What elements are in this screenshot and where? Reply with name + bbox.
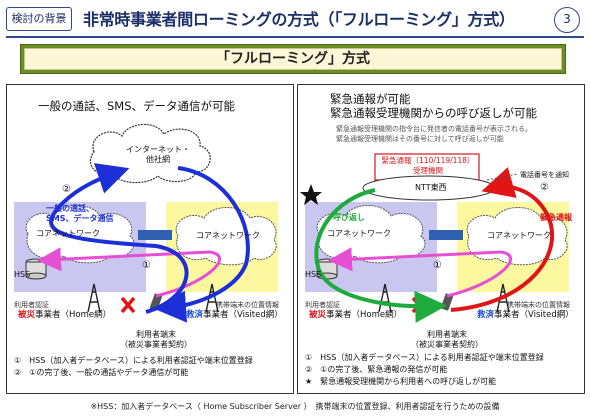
right-note-3: ★ 緊急通報受理機関から利用者への呼び返しが可能 <box>305 377 497 386</box>
internet-line-2: 他社網 <box>146 155 170 164</box>
core-network-left-label: コアネットワーク <box>327 229 391 238</box>
core-network-right-label: コアネットワーク <box>196 231 260 240</box>
core-network-right-label: コアネットワーク <box>487 231 551 240</box>
left-heading: 一般の通話、SMS、データ通信が可能 <box>38 99 236 113</box>
blue-arrow <box>49 163 189 314</box>
terminal-line-2: （被災事業者契約） <box>120 340 192 349</box>
disaster-carrier-label: 被災事業者（Home網） <box>18 308 111 320</box>
x-mark-icon <box>120 296 136 314</box>
right-diagram <box>300 153 569 323</box>
hss-label: HSS <box>14 270 31 279</box>
auth-label: 利用者認証 <box>14 301 49 309</box>
disaster-carrier-label: 被災事業者（Home網） <box>309 308 402 320</box>
right-subnote-1: 緊急通報受理機関の指令台に発信者の電話番号が表示される。 <box>336 125 532 133</box>
page-title: 非常時事業者間ローミングの方式（「フルローミング」方式） <box>83 10 515 29</box>
left-note-2: ② ①の完了後、一般の通話やデータ通信が可能 <box>14 368 189 377</box>
traffic-line-2: SMS、データ通信 <box>46 214 114 223</box>
internet-label: インターネット・他社網 <box>126 145 190 165</box>
step-1-label: ① <box>142 260 151 271</box>
right-subnote-2: 緊急通報受理機関はその番号に対して呼び返しが可能 <box>336 135 504 143</box>
step-2-label: ② <box>62 184 71 195</box>
core-network-left-label: コアネットワーク <box>36 229 100 238</box>
terminal-label: 利用者端末（被災事業者契約） <box>411 330 483 350</box>
red-arrow <box>450 167 554 312</box>
rescue-word: 救済 <box>186 310 204 320</box>
emergency-line-2: 受理機関 <box>413 166 443 175</box>
rescue-carrier-label: 救済事業者（Visited網） <box>186 308 283 320</box>
right-note-1: ① HSS（加入者データベース）による利用者認証や端末位置登録 <box>305 353 544 362</box>
disaster-word: 被災 <box>309 310 327 320</box>
green-arrow <box>314 188 447 323</box>
blue-arrow <box>154 166 250 323</box>
location-label: 携帯端末の位置情報 <box>216 301 279 309</box>
page-number: 3 <box>554 7 580 33</box>
terminal-label: 利用者端末（被災事業者契約） <box>120 330 192 350</box>
interconnect-bar <box>429 230 463 240</box>
interconnect-bar <box>138 230 172 240</box>
step-1-label: ① <box>433 260 442 271</box>
ntt-label: NTT東西 <box>415 183 447 192</box>
terminal-line-1: 利用者端末 <box>427 330 467 339</box>
terminal-line-2: （被災事業者契約） <box>411 340 483 349</box>
header-divider <box>6 36 584 38</box>
cloud-icon <box>175 207 277 266</box>
rescue-carrier-text: 事業者（Visited網） <box>494 310 574 320</box>
left-diagram <box>14 123 278 323</box>
terminal-line-1: 利用者端末 <box>136 330 176 339</box>
traffic-line-1: 一般の通話、 <box>46 204 94 213</box>
traffic-label: 一般の通話、SMS、データ通信 <box>46 204 113 224</box>
auth-label: 利用者認証 <box>305 301 340 309</box>
emergency-receiver-label: 緊急通報（110/119/118）受理機関 <box>376 156 480 176</box>
emergency-call-label: 緊急通報 <box>540 213 572 222</box>
footnote: ※HSS：加入者データベース（ Home Subscriber Server ）… <box>90 402 500 411</box>
disaster-carrier-text: 事業者（Home網） <box>326 310 403 320</box>
star-icon <box>300 184 322 205</box>
disaster-carrier-text: 事業者（Home網） <box>35 310 112 320</box>
emergency-line-1: 緊急通報（110/119/118） <box>381 156 475 165</box>
antenna-icon <box>87 283 219 313</box>
step-2-label: ② <box>540 182 549 193</box>
left-note-1: ① HSS（加入者データベース）による利用者認証や端末位置登録 <box>14 356 253 365</box>
right-heading-1: 緊急通報が可能 <box>330 92 411 106</box>
notify-label: 電話番号を通知 <box>520 171 569 179</box>
location-label: 携帯端末の位置情報 <box>507 301 570 309</box>
pink-arrow <box>328 247 512 298</box>
rescue-word: 救済 <box>477 310 495 320</box>
right-heading-2: 緊急通報受理機関からの呼び返しが可能 <box>330 106 537 120</box>
disaster-word: 被災 <box>18 310 36 320</box>
cloud-icon <box>466 207 568 266</box>
section-tag: 検討の背景 <box>6 7 72 31</box>
hss-label: HSS <box>305 270 322 279</box>
banner-title: 「フルローミング」方式 <box>24 48 562 70</box>
internet-line-1: インターネット・ <box>126 145 190 154</box>
rescue-carrier-label: 救済事業者（Visited網） <box>477 308 574 320</box>
rescue-carrier-text: 事業者（Visited網） <box>203 310 283 320</box>
notify-arrow <box>486 173 518 181</box>
callback-label: 呼び返し <box>333 213 365 222</box>
right-note-2: ② ①の完了後、緊急通報の発信が可能 <box>305 365 448 374</box>
